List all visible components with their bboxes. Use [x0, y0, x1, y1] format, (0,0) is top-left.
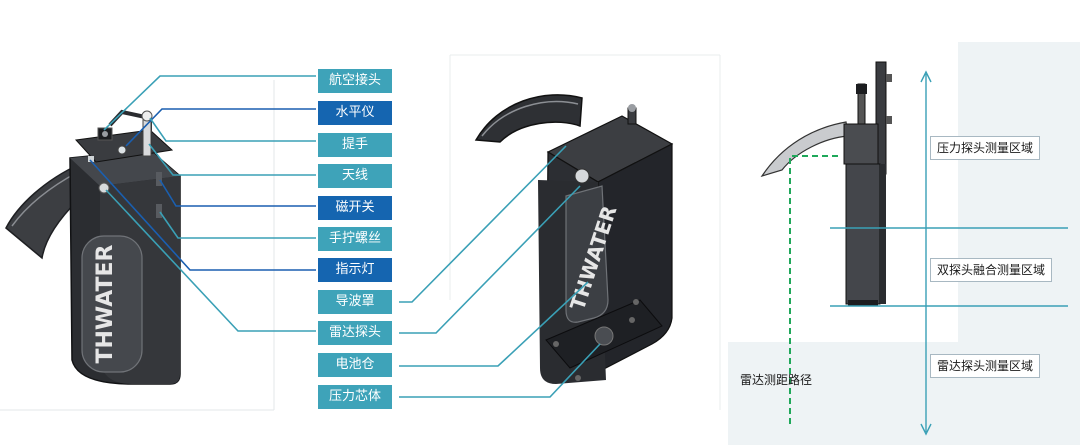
leader-indicator	[89, 159, 316, 271]
zone-label-pressure: 压力探头测量区域	[930, 136, 1041, 160]
label-wave-guide-cover: 导波罩	[318, 290, 392, 314]
zone-label-radar: 雷达探头测量区域	[930, 354, 1041, 378]
leader-middle-radar	[399, 185, 581, 334]
left-device	[5, 109, 181, 385]
label-magnetic-switch: 磁开关	[318, 196, 392, 220]
zone-boundaries	[830, 70, 1068, 436]
leader-level	[125, 108, 316, 147]
leader-antenna	[148, 143, 316, 176]
leader-radar-probe	[105, 189, 316, 332]
label-battery-compartment: 电池仓	[318, 353, 392, 377]
left-label-panel	[81, 235, 143, 373]
leader-battery	[399, 281, 589, 367]
middle-leader-lines	[399, 145, 601, 398]
label-aviation-connector: 航空接头	[318, 69, 392, 93]
right-panel-bg-top	[958, 42, 1080, 342]
leader-wave-guide	[399, 145, 567, 303]
middle-radar-port	[574, 168, 590, 184]
leader-magnetic-switch	[159, 179, 316, 207]
left-brand-text: THWATER	[93, 244, 118, 363]
label-indicator-light: 指示灯	[318, 258, 392, 282]
label-level: 水平仪	[318, 101, 392, 125]
label-pressure-core: 压力芯体	[318, 385, 392, 409]
middle-guide-hood	[474, 94, 583, 143]
radar-ranging-path	[789, 155, 840, 424]
right-device	[760, 61, 892, 306]
leader-pressure-core	[399, 343, 601, 398]
right-guide-hood	[760, 121, 849, 178]
label-radar-probe: 雷达探头	[318, 321, 392, 345]
zone-label-fusion: 双探头融合测量区域	[930, 258, 1053, 282]
middle-device	[474, 94, 674, 384]
label-hand-screw: 手拧螺丝	[318, 227, 392, 251]
right-device-body	[845, 163, 881, 305]
leader-screw	[159, 211, 316, 239]
leader-handle	[149, 117, 316, 142]
radar-path-label: 雷达测距路径	[740, 373, 813, 387]
label-handle: 提手	[318, 133, 392, 157]
label-antenna: 天线	[318, 164, 392, 188]
middle-pressure-core	[594, 326, 614, 346]
left-leader-lines	[89, 75, 316, 332]
leader-aviation-connector	[103, 75, 316, 131]
